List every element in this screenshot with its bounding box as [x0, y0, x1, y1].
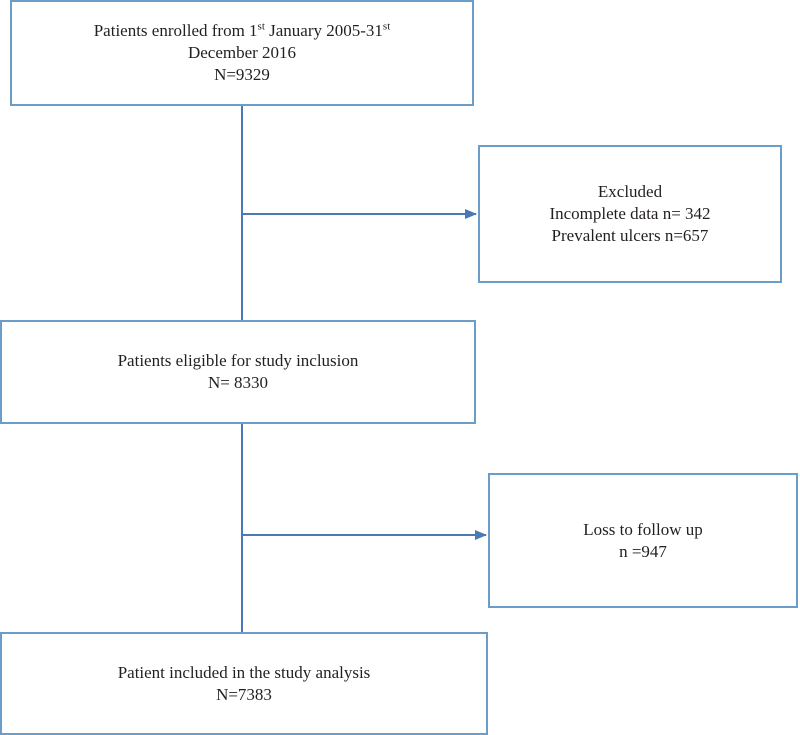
enrolled-line-2: December 2016	[187, 43, 297, 62]
enrolled-count: N=9329	[214, 65, 270, 84]
enrolled-mid: January 2005-31	[264, 21, 383, 40]
included-box: Patient included in the study analysis N…	[0, 632, 488, 735]
enrolled-sup-2: st	[382, 20, 391, 33]
loss-box: Loss to follow up n =947	[488, 473, 798, 608]
included-label: Patient included in the study analysis	[117, 662, 371, 682]
excluded-box: Excluded Incomplete data n= 342 Prevalen…	[478, 145, 782, 283]
excluded-prevalent-ulcers: Prevalent ulcers n=657	[551, 226, 709, 245]
eligible-count: N= 8330	[207, 373, 269, 392]
excluded-title: Excluded	[597, 182, 663, 201]
eligible-box: Patients eligible for study inclusion N=…	[0, 320, 476, 424]
enrolled-line-1: Patients enrolled from 1st January 2005-…	[94, 20, 391, 42]
enrolled-box: Patients enrolled from 1st January 2005-…	[10, 0, 474, 106]
included-count: N=7383	[216, 684, 272, 704]
loss-count: n =947	[619, 541, 667, 561]
loss-label: Loss to follow up	[583, 519, 703, 539]
enrolled-sup-1: st	[257, 20, 265, 33]
excluded-incomplete-data: Incomplete data n= 342	[549, 204, 711, 223]
enrolled-prefix: Patients enrolled from 1	[93, 21, 258, 40]
eligible-label: Patients eligible for study inclusion	[117, 351, 359, 370]
